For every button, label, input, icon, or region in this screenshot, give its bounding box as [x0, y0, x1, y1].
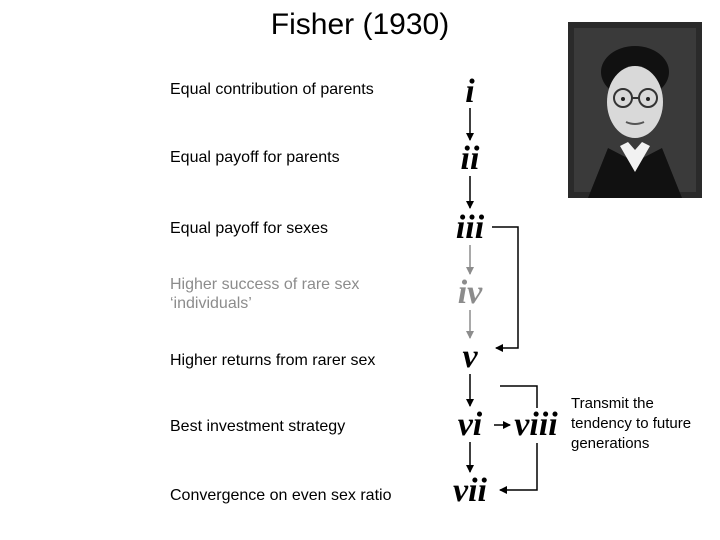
step-label-4: Higher success of rare sex ‘individuals’: [170, 276, 360, 312]
numeral-vii: vii: [453, 472, 487, 509]
page-title: Fisher (1930): [270, 8, 450, 41]
arrow-iii-v: [492, 226, 519, 352]
numeral-i: i: [465, 73, 475, 110]
step-label-1: Equal contribution of parents: [170, 81, 374, 98]
numeral-viii: viii: [514, 406, 558, 443]
numeral-ii: ii: [460, 140, 480, 177]
step-label-3: Equal payoff for sexes: [170, 220, 329, 237]
numeral-iii: iii: [455, 209, 485, 246]
portrait-photo: [568, 22, 702, 198]
step-label-6: Best investment strategy: [170, 418, 346, 435]
arrow-viii-vii: [499, 443, 538, 494]
line-viii-v: [500, 385, 538, 408]
step-label-2: Equal payoff for parents: [170, 149, 340, 166]
numeral-v: v: [462, 338, 478, 375]
spacer-line: [537, 198, 568, 386]
step-label-5: Higher returns from rarer sex: [170, 352, 376, 369]
numeral-iv: iv: [457, 274, 483, 311]
portrait-figure: [568, 22, 702, 198]
viii-note: Transmit the tendency to future generati…: [571, 395, 692, 452]
step-label-7: Convergence on even sex ratio: [170, 487, 392, 504]
numeral-vi: vi: [457, 406, 483, 443]
